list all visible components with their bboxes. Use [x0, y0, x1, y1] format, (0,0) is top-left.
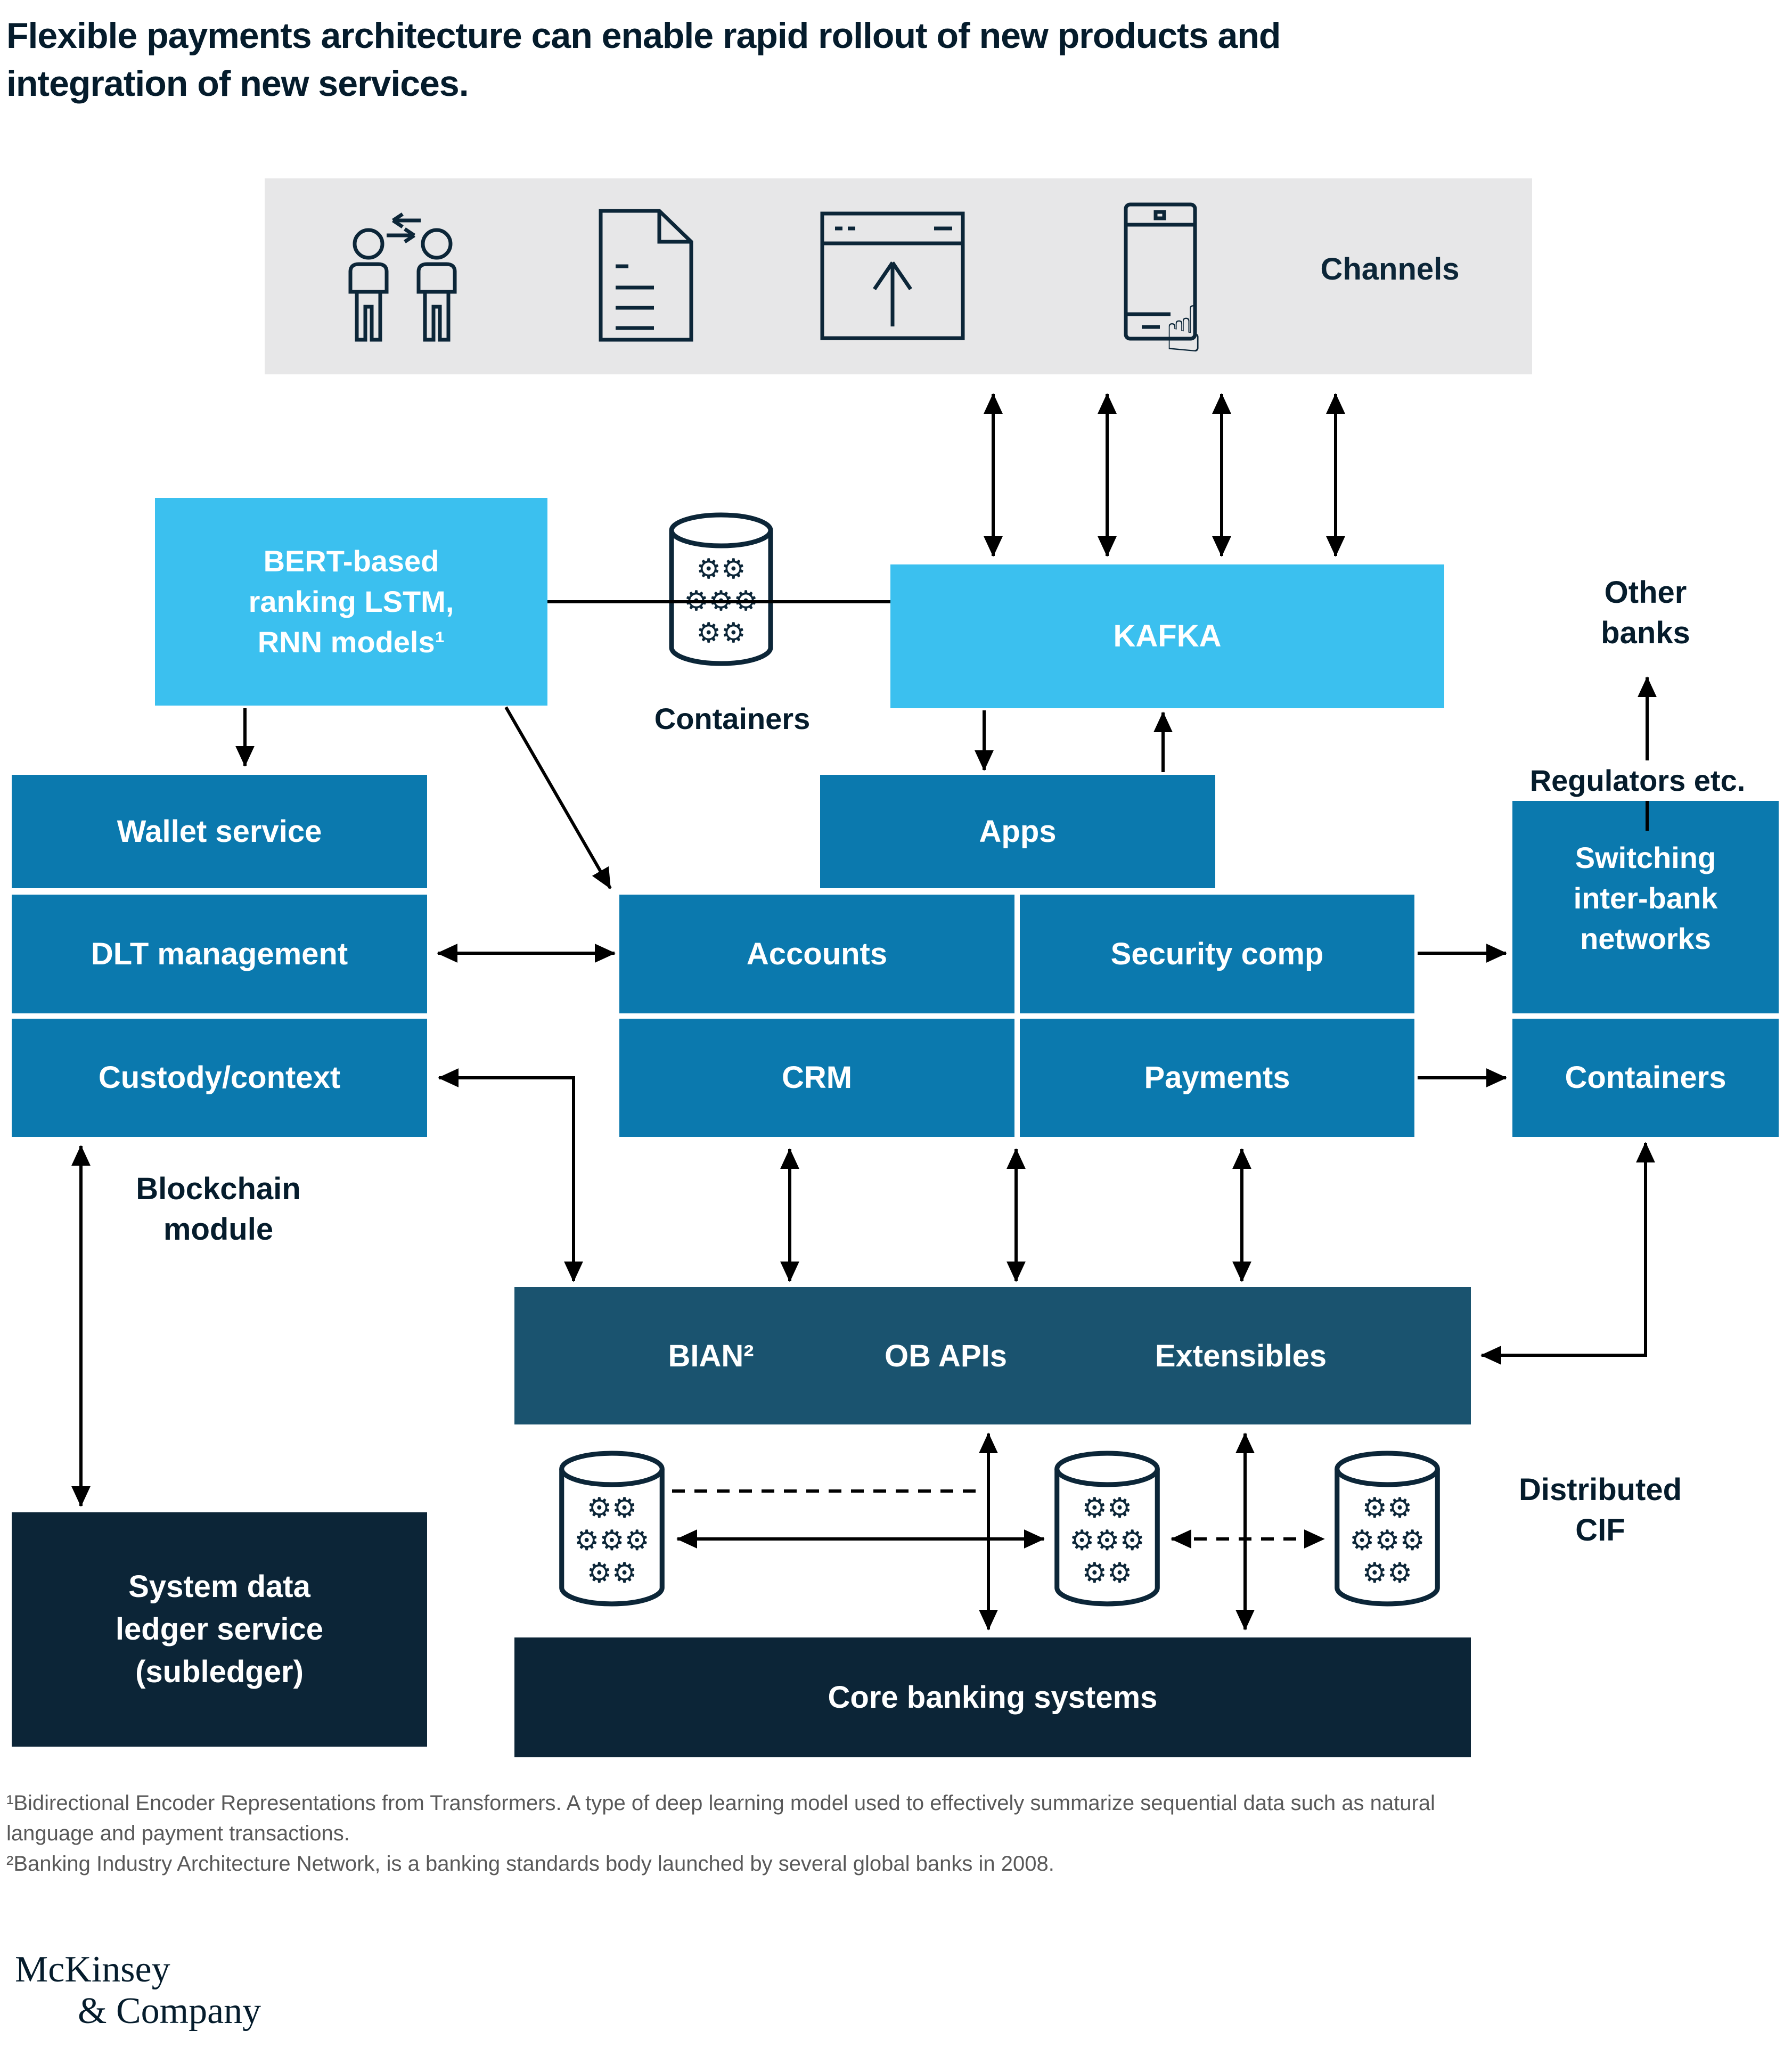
- browser-upload-icon: [820, 211, 965, 340]
- svg-text:⚙⚙: ⚙⚙: [1082, 1492, 1132, 1525]
- logo-line-2: & Company: [78, 1991, 261, 2032]
- mobile-touch-icon: ☝: [1124, 202, 1203, 356]
- mckinsey-logo: McKinsey & Company: [15, 1949, 261, 2032]
- crm-box: CRM: [619, 1019, 1014, 1137]
- svg-text:⚙⚙: ⚙⚙: [587, 1557, 637, 1589]
- bian-label: BIAN²: [668, 1338, 754, 1373]
- containers-icon-label: Containers: [654, 702, 811, 735]
- cif-cylinder-1: ⚙⚙ ⚙⚙⚙ ⚙⚙: [559, 1451, 665, 1607]
- dlt-management-box: DLT management: [12, 895, 427, 1013]
- switching-networks-box: Switching inter-bank networks: [1512, 783, 1779, 1013]
- channels-label: Channels: [1320, 252, 1460, 286]
- svg-text:⚙⚙⚙: ⚙⚙⚙: [1349, 1525, 1425, 1557]
- svg-text:☝: ☝: [1164, 293, 1203, 356]
- regulators-label: Regulators etc.: [1491, 760, 1784, 801]
- payments-box: Payments: [1020, 1019, 1414, 1137]
- apps-box: Apps: [820, 775, 1215, 888]
- containers-right-box: Containers: [1512, 1019, 1779, 1137]
- svg-text:⚙⚙⚙: ⚙⚙⚙: [574, 1525, 650, 1557]
- cif-cylinder-3: ⚙⚙ ⚙⚙⚙ ⚙⚙: [1335, 1451, 1440, 1607]
- svg-text:⚙⚙⚙: ⚙⚙⚙: [684, 585, 758, 617]
- extensibles-label: Extensibles: [1155, 1338, 1327, 1373]
- svg-text:⚙⚙: ⚙⚙: [587, 1492, 637, 1525]
- footnotes: ¹Bidirectional Encoder Representations f…: [6, 1791, 1435, 1876]
- wallet-service-box: Wallet service: [12, 775, 427, 888]
- cif-cylinder-2: ⚙⚙ ⚙⚙⚙ ⚙⚙: [1054, 1451, 1160, 1607]
- svg-text:⚙⚙: ⚙⚙: [1362, 1557, 1412, 1589]
- people-exchange-icon: [348, 212, 457, 342]
- core-banking-box: Core banking systems: [514, 1637, 1471, 1757]
- custody-context-box: Custody/context: [12, 1019, 427, 1137]
- svg-text:⚙⚙: ⚙⚙: [696, 617, 746, 649]
- bian-api-layer-box: BIAN² OB APIs Extensibles: [514, 1287, 1471, 1424]
- security-comp-box: Security comp: [1020, 895, 1414, 1013]
- system-data-ledger-box: System data ledger service (subledger): [12, 1512, 427, 1747]
- svg-text:⚙⚙: ⚙⚙: [1362, 1492, 1412, 1525]
- logo-line-1: McKinsey: [15, 1949, 170, 1990]
- kafka-box: KAFKA: [890, 564, 1444, 708]
- containers-cylinder-icon: ⚙⚙ ⚙⚙⚙ ⚙⚙: [669, 512, 773, 666]
- svg-text:⚙⚙: ⚙⚙: [1082, 1557, 1132, 1589]
- channels-bar: [265, 178, 1532, 374]
- ob-apis-label: OB APIs: [885, 1338, 1007, 1373]
- other-banks-label: Other banks: [1601, 575, 1690, 650]
- svg-text:⚙⚙⚙: ⚙⚙⚙: [1069, 1525, 1145, 1557]
- blockchain-module-label: Blockchain module: [136, 1172, 301, 1247]
- document-icon: [599, 209, 693, 342]
- distributed-cif-label: Distributed CIF: [1518, 1472, 1682, 1547]
- svg-text:⚙⚙: ⚙⚙: [696, 553, 746, 585]
- accounts-box: Accounts: [619, 895, 1014, 1013]
- bert-models-box: BERT-based ranking LSTM, RNN models¹: [155, 498, 547, 706]
- page-title: Flexible payments architecture can enabl…: [6, 15, 1281, 104]
